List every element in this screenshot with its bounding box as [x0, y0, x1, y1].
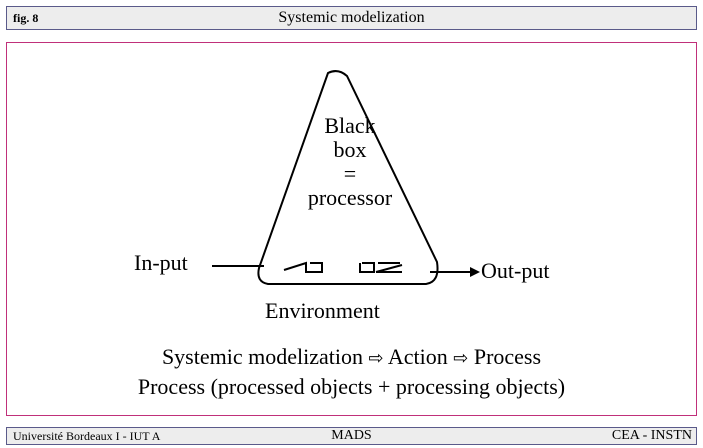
caption-line-1: Systemic modelization ⇨ Action ⇨ Process [6, 344, 697, 370]
input-label: In-put [134, 250, 188, 275]
slide-title: Systemic modelization [278, 9, 425, 26]
footer-course: MADS [331, 428, 372, 443]
inner-symbol-right [359, 262, 403, 273]
caption-part-1: Systemic modelization [161, 344, 363, 369]
footer-institution: Université Bordeaux I - IUT A [13, 429, 161, 443]
caption-part-3: Process [473, 344, 542, 369]
black-box-label-line3: = [343, 161, 357, 186]
black-box-label-line1: Black [324, 113, 376, 138]
slide-footer: Université Bordeaux I - IUT A MADS CEA -… [6, 427, 697, 445]
output-label: Out-put [481, 258, 550, 283]
inner-symbol-left [283, 261, 323, 273]
black-box-label-line2: box [333, 137, 367, 162]
output-arrow-head [470, 267, 480, 277]
environment-label: Environment [265, 298, 380, 323]
black-box-label-line4: processor [307, 185, 393, 210]
implies-arrow-icon: ⇨ [368, 348, 384, 369]
caption-line-2: Process (processed objects + processing … [137, 374, 566, 399]
black-box-label: Black box = processor [300, 114, 400, 210]
figure-number: fig. 8 [13, 11, 39, 25]
caption-part-2: Action [387, 344, 448, 369]
slide-header: fig. 8 Systemic modelization [6, 6, 697, 30]
black-box-shape [257, 70, 439, 285]
footer-organization: CEA - INSTN [611, 428, 692, 443]
implies-arrow-icon: ⇨ [453, 348, 469, 369]
diagram-panel [6, 42, 697, 416]
